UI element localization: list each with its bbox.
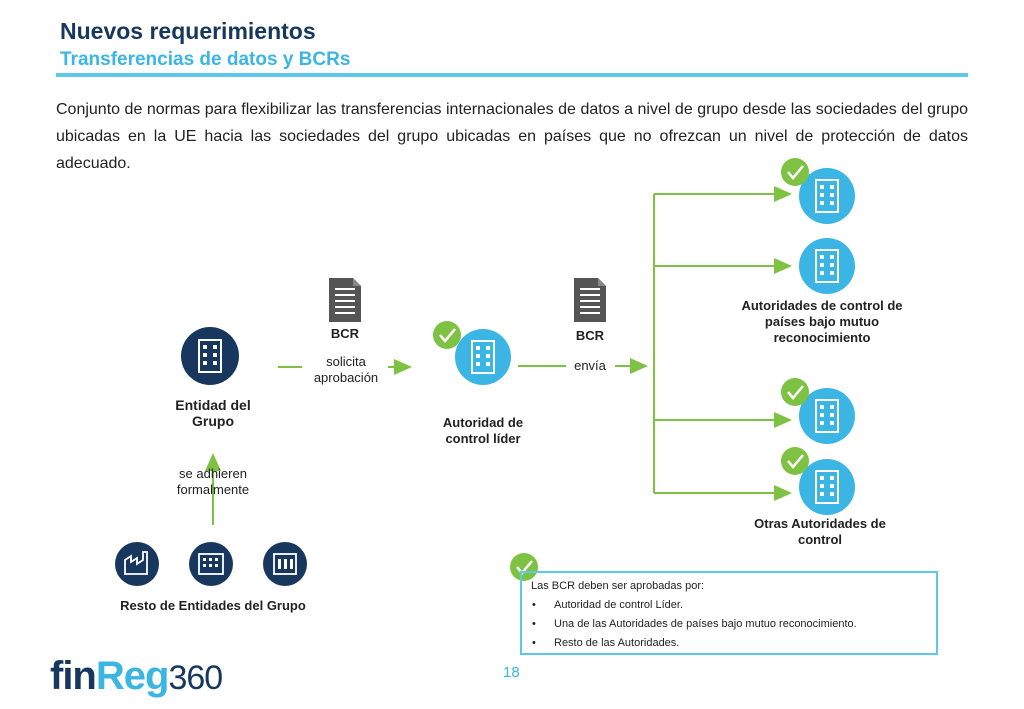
check-icon [431,319,463,351]
bullet-icon: • [532,618,536,630]
bcr-label-1: BCR [330,326,360,341]
check-icon-3 [779,376,811,408]
bcr-document-icon-2 [574,278,606,322]
page-subtitle: Transferencias de datos y BCRs [60,49,351,70]
note-item: Autoridad de control Líder. [554,599,684,611]
page-number: 18 [503,664,520,681]
office-building-icon [189,542,233,586]
bullet-icon: • [532,599,536,611]
finreg360-logo: finReg360 [50,653,223,701]
note-box [520,571,938,655]
bcr-document-icon [329,278,361,322]
check-icon-4 [779,445,811,477]
intro-paragraph: Conjunto de normas para flexibilizar las… [56,101,968,172]
factory-icon [115,542,159,586]
authority-icon-2 [799,238,855,294]
bank-icon [263,542,307,586]
authority-icon-4 [799,459,855,515]
title-divider [56,73,968,77]
note-item: Resto de las Autoridades. [554,637,680,649]
authority-icon-3 [799,388,855,444]
adhere-label: se adhieren formalmente [176,466,250,497]
note-heading: Las BCR deben ser aprobadas por: [531,580,705,592]
authority-icon-1 [799,168,855,224]
bullet-icon: • [532,637,536,649]
lead-authority-icon [455,329,511,385]
entity-group-icon [181,327,239,385]
page-title: Nuevos requerimientos [60,18,316,44]
other-authorities-label: Otras Autoridades de control [754,516,886,547]
lead-authority-label: Autoridad de control líder [442,415,524,446]
entity-group-label: Entidad del Grupo [175,397,251,429]
send-label: envía [574,358,606,373]
rest-entities-label: Resto de Entidades del Grupo [120,598,306,613]
logo-part-360: 360 [168,659,223,697]
check-icon-1 [779,156,811,188]
logo-part-reg: Reg [95,654,170,698]
mutual-authorities-label: Autoridades de control de países bajo mu… [741,298,903,345]
logo-part-fin: fin [50,654,97,698]
request-label: solicita aprobación [313,354,379,385]
note-item: Una de las Autoridades de países bajo mu… [554,618,857,630]
bcr-label-2: BCR [575,328,605,343]
